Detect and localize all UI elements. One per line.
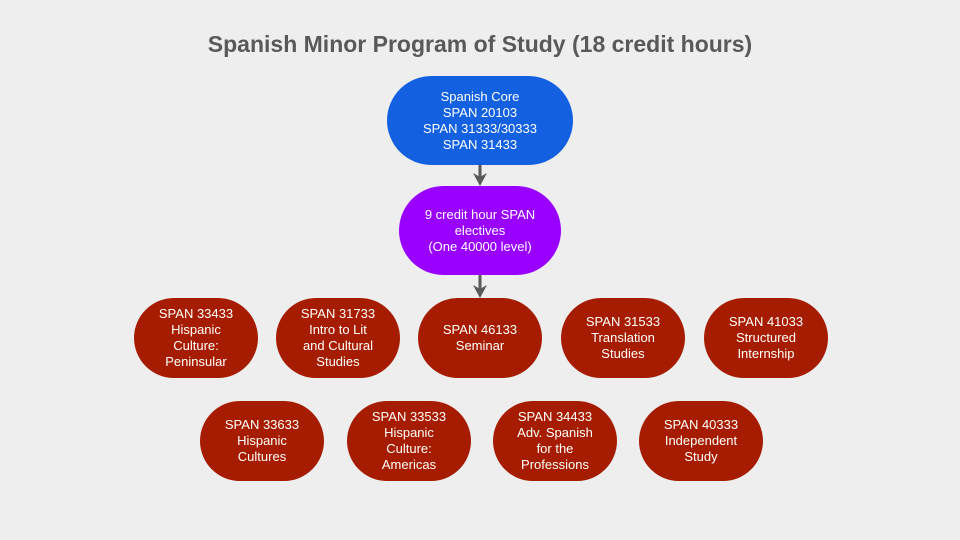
course-node: SPAN 31533 Translation Studies [561, 298, 685, 378]
course-node: SPAN 33633 Hispanic Cultures [200, 401, 324, 481]
electives-text: 9 credit hour SPAN electives (One 40000 … [424, 206, 536, 254]
arrow-electives-to-seminar [473, 275, 487, 298]
course-text: SPAN 33533 Hispanic Culture: Americas [371, 409, 447, 472]
arrow-core-to-electives [473, 165, 487, 186]
course-node: SPAN 46133 Seminar [418, 298, 542, 378]
course-text: SPAN 34433 Adv. Spanish for the Professi… [517, 409, 593, 472]
spanish-core-node: Spanish Core SPAN 20103 SPAN 31333/30333… [387, 76, 573, 165]
diagram-title: Spanish Minor Program of Study (18 credi… [207, 31, 753, 57]
course-node: SPAN 34433 Adv. Spanish for the Professi… [493, 401, 617, 481]
course-node: SPAN 31733 Intro to Lit and Cultural Stu… [276, 298, 400, 378]
course-node: SPAN 41033 Structured Internship [704, 298, 828, 378]
core-text: Spanish Core SPAN 20103 SPAN 31333/30333… [423, 88, 537, 152]
course-text: SPAN 31733 Intro to Lit and Cultural Stu… [300, 306, 376, 369]
course-node: SPAN 33533 Hispanic Culture: Americas [347, 401, 471, 481]
course-text: SPAN 33633 Hispanic Cultures [224, 417, 300, 464]
course-text: SPAN 31533 Translation Studies [585, 314, 661, 361]
course-node: SPAN 33433 Hispanic Culture: Peninsular [134, 298, 258, 378]
electives-node: 9 credit hour SPAN electives (One 40000 … [399, 186, 561, 275]
course-node: SPAN 40333 Independent Study [639, 401, 763, 481]
course-text: SPAN 33433 Hispanic Culture: Peninsular [158, 306, 234, 369]
course-text: SPAN 46133 Seminar [442, 322, 518, 353]
course-text: SPAN 40333 Independent Study [663, 417, 739, 464]
course-text: SPAN 41033 Structured Internship [728, 314, 804, 361]
